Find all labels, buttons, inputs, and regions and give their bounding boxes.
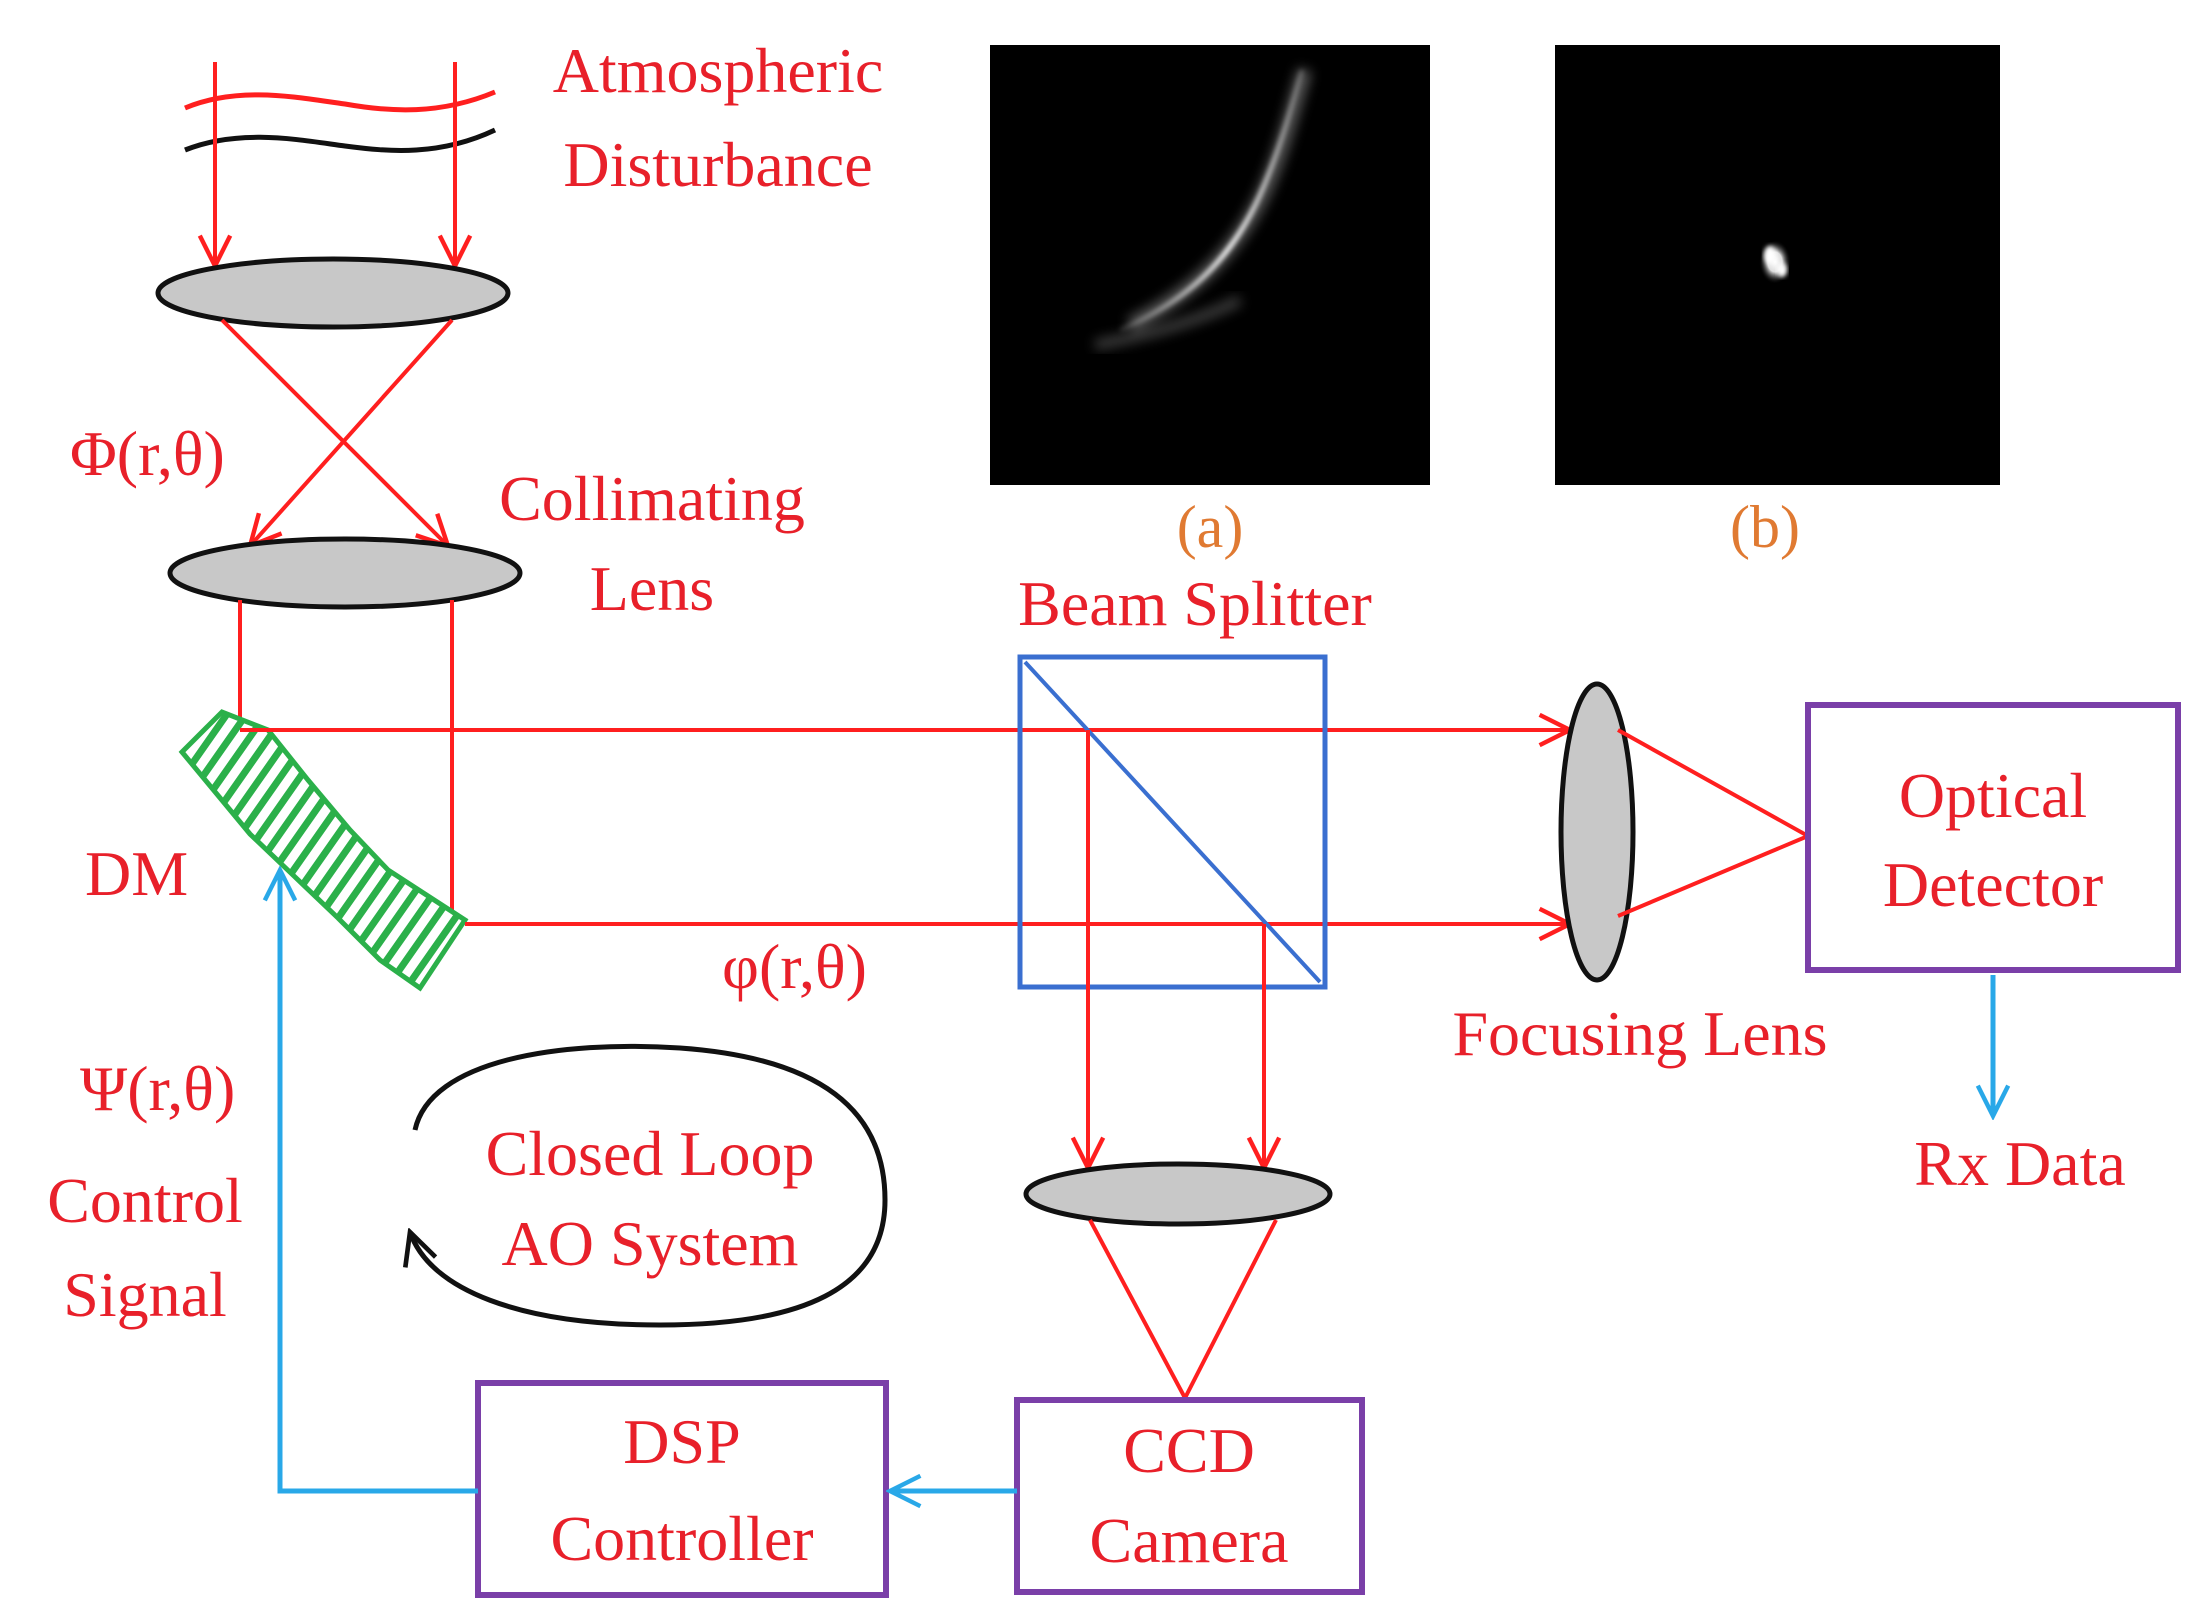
phi-upper-label: Φ(r,θ) — [70, 418, 225, 489]
rx-data-label: Rx Data — [1914, 1128, 2126, 1199]
phi-lower-label: φ(r,θ) — [722, 931, 867, 1002]
dsp-controller-box — [475, 1380, 889, 1598]
telescope-lens — [155, 256, 511, 330]
collimating-label-line1: Collimating — [499, 463, 805, 534]
deformable-mirror — [178, 709, 469, 992]
inset-image-a — [990, 45, 1430, 485]
inset-image-b — [1555, 45, 2000, 485]
inset-a-label: (a) — [1177, 494, 1244, 560]
crossing-beam — [220, 318, 454, 546]
optical-detector-box — [1805, 702, 2181, 973]
control-signal-line — [280, 870, 478, 1494]
dsp-controller-label-line2: Controller — [550, 1503, 813, 1574]
optical-detector-label-line1: Optical — [1899, 760, 2087, 831]
detector-focus-beam — [1617, 728, 1809, 918]
collimated-beam — [238, 600, 454, 924]
split-beam — [1088, 730, 1264, 1168]
ccd-focus-beam — [1088, 1219, 1278, 1399]
dm-label: DM — [85, 838, 188, 909]
incoming-beam — [215, 62, 455, 266]
ccd-camera-box — [1014, 1397, 1365, 1595]
optical-detector-label-line2: Detector — [1883, 849, 2103, 920]
closed-loop-label-line1: Closed Loop — [486, 1118, 815, 1189]
ccd-camera-label-line2: Camera — [1090, 1505, 1289, 1576]
main-beam — [240, 730, 1570, 924]
collimating-lens — [167, 536, 523, 610]
beam-splitter — [1017, 654, 1328, 990]
ccd-camera-label-line1: CCD — [1123, 1415, 1255, 1486]
closed-loop-label-line2: AO System — [502, 1208, 799, 1279]
atmospheric-wave-icon — [184, 89, 497, 153]
control-signal-label-line1: Control — [47, 1165, 243, 1236]
inset-b-label: (b) — [1730, 494, 1800, 560]
dsp-controller-label-line1: DSP — [623, 1406, 740, 1477]
control-signal-label-line2: Signal — [63, 1259, 227, 1330]
focusing-lens — [1558, 681, 1636, 983]
closed-loop-arrow — [410, 1043, 888, 1328]
ccd-lens — [1023, 1161, 1333, 1227]
psi-label: Ψ(r,θ) — [80, 1053, 235, 1124]
atmospheric-label-line1: Atmospheric — [553, 35, 884, 106]
atmospheric-label-line2: Disturbance — [563, 129, 872, 200]
focusing-lens-label: Focusing Lens — [1452, 998, 1827, 1069]
beam-splitter-label: Beam Splitter — [1018, 568, 1372, 639]
collimating-label-line2: Lens — [590, 553, 714, 624]
